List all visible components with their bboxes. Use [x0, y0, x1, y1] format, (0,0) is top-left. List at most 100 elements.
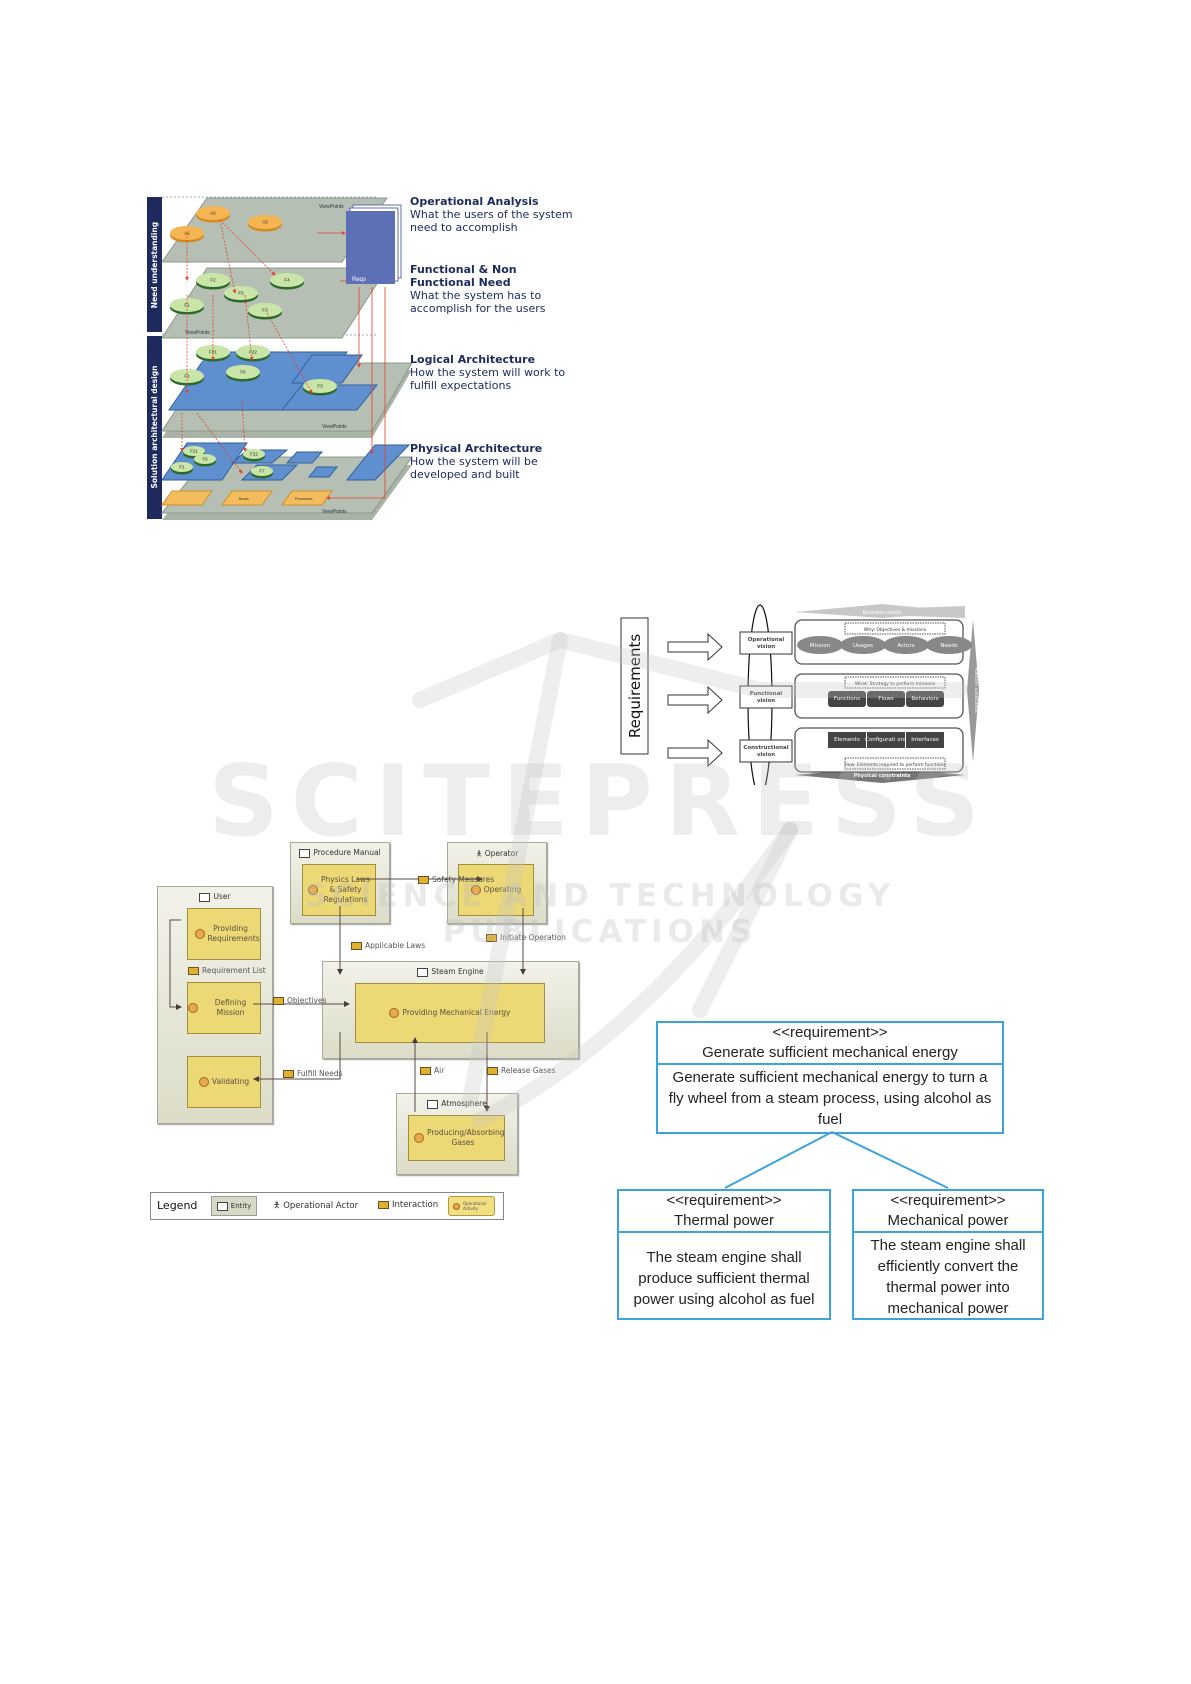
activity-validating[interactable]: Validating: [187, 1056, 261, 1108]
interaction-applicable-laws: Applicable Laws: [351, 941, 425, 950]
logical-component-c2: [291, 354, 363, 384]
interaction-label: Initiate Operation: [500, 933, 566, 942]
activity-icon: [198, 1077, 209, 1087]
requirement-mechanical-power[interactable]: <<requirement>> Mechanical power The ste…: [852, 1189, 1044, 1320]
interaction-safety-measures: Safety Measures: [418, 875, 494, 884]
physical-function-node: F6: [194, 454, 216, 467]
vision-item: [828, 691, 866, 707]
legend-title: Legend: [157, 1199, 198, 1212]
vision-item-label: Mission: [810, 643, 831, 649]
node-label: F6: [240, 370, 246, 375]
link-requirement-list: [169, 919, 182, 1010]
operational-activity-node: A3: [248, 215, 282, 232]
entity-icon: [427, 1099, 439, 1109]
arcadia-diagram: Need understanding Solution architectura…: [147, 196, 413, 520]
entity-icon: [299, 848, 311, 858]
physical-node-processors: [281, 490, 333, 506]
vision-item: [828, 732, 866, 748]
node-label: F5: [238, 291, 244, 296]
vision-item: [840, 636, 886, 654]
node-label: F3: [262, 308, 268, 313]
physical-component-c4: [345, 444, 411, 481]
side-label-solution: Solution architectural design: [150, 365, 159, 488]
platform-constraints-banner: [967, 620, 979, 762]
vision-item: [867, 732, 905, 748]
reqs-links: [317, 231, 386, 500]
requirement-header: <<requirement>> Thermal power: [619, 1191, 829, 1233]
entity-label: Procedure Manual: [313, 848, 381, 857]
entity-icon: [417, 967, 429, 977]
interaction-release-gases: Release Gases: [487, 1066, 556, 1075]
vision-item: [883, 636, 929, 654]
requirement-root[interactable]: <<requirement>> Generate sufficient mech…: [656, 1021, 1004, 1134]
interaction-label: Applicable Laws: [365, 941, 426, 950]
layer-desc: What the system has to accomplish for th…: [410, 289, 546, 315]
interaction-label: Air: [434, 1066, 445, 1075]
vision-item-label: Needs: [940, 643, 957, 649]
entity-icon: [216, 1201, 228, 1211]
vision-item-label: Actors: [897, 643, 914, 649]
viewpoints-label: ViewPoints: [185, 330, 210, 336]
vision-panel: How: Elements required to perform functi…: [794, 727, 964, 773]
physical-node-1: [161, 490, 213, 506]
entity-label: User: [213, 892, 231, 901]
physical-component-c3: [307, 466, 339, 478]
vision-name: vision: [757, 698, 775, 704]
activity-defining-mission[interactable]: Defining Mission: [187, 982, 261, 1034]
activity-providing-requirements[interactable]: Providing Requirements: [187, 908, 261, 960]
reqs-label: Reqs: [352, 277, 366, 283]
legend-entity-label: Entity: [230, 1202, 252, 1210]
solution-design-bar: [147, 336, 162, 519]
viewpoints-label: ViewPoints: [322, 424, 347, 430]
requirements-tree: <<requirement>> Generate sufficient mech…: [656, 1021, 1004, 1134]
interaction-label: Release Gases: [501, 1066, 556, 1075]
layer-physical-architecture: Physical Architecture How the system wil…: [410, 442, 575, 481]
requirement-stereotype: <<requirement>>: [890, 1192, 1006, 1209]
vision-item: [906, 691, 944, 707]
requirement-stereotype: <<requirement>>: [772, 1024, 888, 1041]
part-label-processors: Processors: [295, 497, 313, 501]
layer-desc: How the system will be developed and bui…: [410, 455, 538, 481]
node-label: F4: [284, 278, 290, 283]
activity-providing-mechanical-energy[interactable]: Providing Mechanical Energy: [355, 983, 545, 1043]
activity-operating[interactable]: Operating: [458, 864, 534, 916]
vision-panel: What: Strategy to perform missionsFuncti…: [794, 673, 964, 719]
node-label: F3: [317, 384, 323, 389]
requirement-header: <<requirement>> Mechanical power: [854, 1191, 1042, 1233]
vision-item-label: Functions: [834, 696, 860, 702]
legend-interaction-label: Interaction: [392, 1200, 439, 1210]
stick-figure-icon: 🯅: [475, 849, 483, 858]
activity-label: Physics Laws & Safety Regulations: [321, 875, 370, 904]
interaction-air: Air: [420, 1066, 444, 1075]
vision-item: [926, 636, 972, 654]
node-label: F6: [202, 457, 208, 462]
requirement-thermal-power[interactable]: <<requirement>> Thermal power The steam …: [617, 1189, 831, 1320]
node-label: F1: [184, 303, 190, 308]
part-label-buses: Buses: [239, 497, 249, 501]
legend-entity: Entity: [211, 1196, 257, 1216]
logical-function-node: F6: [226, 365, 260, 382]
layer-title: Physical Architecture: [410, 442, 543, 455]
activity-label: Providing Requirements: [207, 924, 260, 943]
interaction-label: Requirement List: [202, 966, 266, 975]
node-label: F22: [250, 452, 258, 457]
activity-label: Defining Mission: [214, 998, 247, 1017]
requirement-name: Thermal power: [673, 1212, 775, 1229]
link-thermal: [724, 1131, 833, 1189]
platform-constraints-label: Platform constraints: [973, 667, 979, 713]
requirement-name: Generate sufficient mechanical energy: [702, 1044, 958, 1061]
visions-diagram: Requirements OperationalvisionFunctional…: [620, 604, 979, 796]
interaction-icon: [486, 934, 497, 942]
layer-functional-need: Functional & Non Functional Need What th…: [410, 263, 575, 315]
layer-title: Operational Analysis: [410, 195, 539, 208]
vision-prompt: What: Strategy to perform missions: [855, 681, 936, 687]
activity-physics-laws[interactable]: Physics Laws & Safety Regulations: [302, 864, 376, 916]
layer-desc: What the users of the system need to acc…: [410, 208, 573, 234]
activity-producing-gases[interactable]: Producing/Absorbing Gases: [408, 1115, 505, 1161]
key-f: F : Function: [169, 363, 188, 367]
interaction-icon: [283, 1070, 294, 1078]
